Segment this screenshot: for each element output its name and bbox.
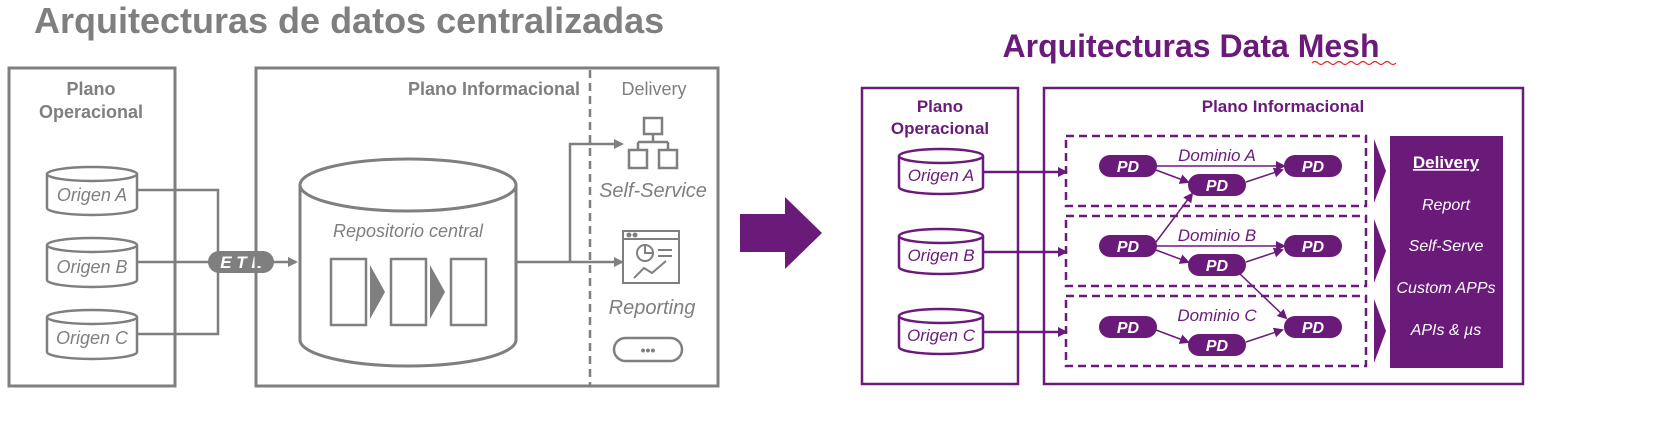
central-repository: Repositorio central — [298, 157, 518, 368]
pd-node: PD — [1188, 334, 1246, 356]
left-source-c: Origen C — [45, 308, 139, 361]
report-icon — [622, 230, 680, 284]
right-source-c: Origen C — [897, 307, 985, 356]
domain-b-box — [1064, 214, 1368, 288]
pd-label: PD — [1206, 338, 1229, 355]
hierarchy-icon — [627, 116, 679, 170]
right-title: Arquitecturas Data Mesh — [1003, 28, 1380, 64]
delivery-title: Delivery — [1413, 153, 1480, 172]
delivery-item-report: Report — [1422, 197, 1471, 214]
more-pill: ••• — [612, 336, 684, 363]
left-source-connectors — [137, 188, 298, 336]
pd-label: PD — [1302, 159, 1325, 176]
right-source-a: Origen A — [897, 147, 985, 196]
right-source-c-label: Origen C — [907, 326, 976, 345]
left-source-a-label: Origen A — [57, 185, 127, 205]
pd-node: PD — [1099, 235, 1157, 257]
pd-label: PD — [1206, 258, 1229, 275]
left-source-b: Origen B — [45, 236, 139, 289]
right-source-a-label: Origen A — [908, 166, 974, 185]
reporting-label: Reporting — [609, 297, 696, 319]
left-source-c-label: Origen C — [56, 328, 129, 348]
right-operational-plane-label-2: Operacional — [891, 119, 989, 138]
left-operational-plane-label-1: Plano — [66, 79, 115, 99]
delivery-item-self-serve: Self-Serve — [1409, 238, 1484, 255]
source-domain-arrows — [983, 167, 1068, 337]
transition-arrow — [740, 197, 822, 269]
left-delivery-label: Delivery — [621, 79, 686, 99]
pd-label: PD — [1302, 320, 1325, 337]
self-service-label: Self-Service — [599, 180, 707, 202]
repository-delivery-connectors — [516, 139, 624, 267]
pd-label: PD — [1117, 239, 1140, 256]
right-source-b-label: Origen B — [907, 246, 974, 265]
left-title: Arquitecturas de datos centralizadas — [34, 0, 664, 41]
pd-nodes: PD PD PD PD PD PD PD PD PD — [1099, 155, 1342, 356]
more-label: ••• — [641, 342, 656, 358]
pd-label: PD — [1117, 159, 1140, 176]
right-source-b: Origen B — [897, 227, 985, 276]
delivery-panel: Delivery Report Self-Serve Custom APPs A… — [1390, 136, 1503, 368]
repository-label: Repositorio central — [333, 221, 484, 241]
right-informational-plane-label: Plano Informacional — [1202, 97, 1364, 116]
spellcheck-underline — [1311, 60, 1397, 66]
left-source-a: Origen A — [45, 165, 139, 217]
pd-label: PD — [1302, 239, 1325, 256]
pd-label: PD — [1206, 178, 1229, 195]
domain-a-box — [1064, 134, 1368, 208]
right-operational-plane-label-1: Plano — [917, 97, 963, 116]
pd-node: PD — [1284, 316, 1342, 338]
etl-badge: E T L — [208, 251, 274, 273]
repository-pipeline — [329, 257, 488, 327]
pd-node: PD — [1284, 235, 1342, 257]
domain-a-label: Dominio A — [1178, 146, 1256, 165]
delivery-item-custom-apps: Custom APPs — [1397, 280, 1496, 297]
left-source-b-label: Origen B — [56, 257, 127, 277]
pd-node: PD — [1099, 155, 1157, 177]
data-mesh-architecture: Arquitecturas Data Mesh Plano Operaciona… — [860, 28, 1525, 386]
right-informational-plane-box — [1042, 86, 1525, 386]
delivery-item-apis: APIs & µs — [1410, 322, 1482, 339]
pd-label: PD — [1117, 320, 1140, 337]
left-operational-plane-label-2: Operacional — [39, 102, 143, 122]
pd-node: PD — [1099, 316, 1157, 338]
etl-label: E T L — [220, 253, 262, 272]
pd-node: PD — [1284, 155, 1342, 177]
left-operational-plane-box — [7, 66, 177, 388]
left-informational-plane-label: Plano Informacional — [408, 79, 580, 99]
pd-node: PD — [1188, 254, 1246, 276]
centralized-architecture: Arquitecturas de datos centralizadas Pla… — [7, 0, 720, 388]
left-informational-plane-box — [254, 66, 720, 388]
domain-c-label: Dominio C — [1177, 306, 1257, 325]
delivery-chevrons — [1374, 139, 1386, 363]
right-operational-plane-box — [860, 86, 1020, 386]
domain-b-label: Dominio B — [1178, 226, 1256, 245]
pd-node: PD — [1188, 174, 1246, 196]
domain-c-box — [1064, 294, 1368, 368]
pd-connections — [1155, 161, 1288, 344]
